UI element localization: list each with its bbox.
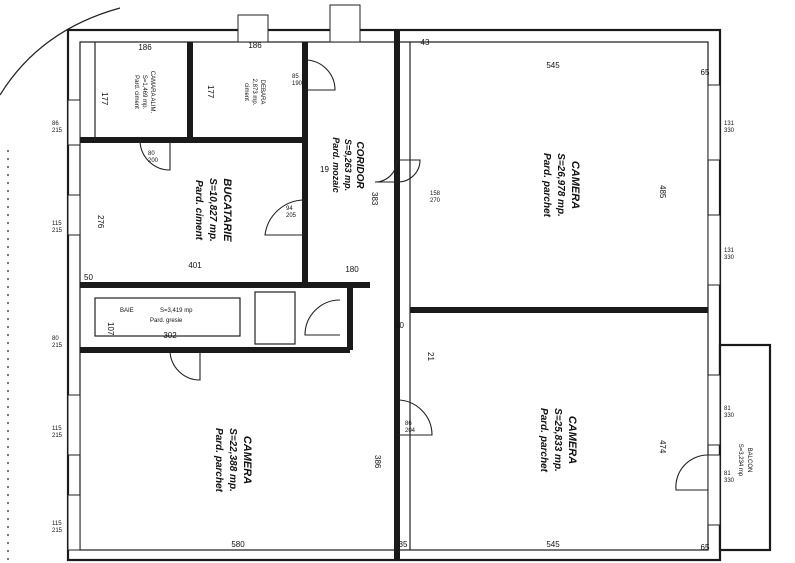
dim-label: 50 (395, 321, 404, 330)
dim-label: 35 (399, 540, 408, 549)
room-camara: CAMARA ALIM. S=1,469 mp. Pard. ciment (133, 71, 155, 114)
room-camera-bottom-left: CAMERA S=22,388 mp. Pard. parchet (213, 428, 253, 493)
dim-label: 186 (138, 43, 152, 52)
dim-label: 485 (658, 185, 667, 199)
dim-label: 386 (373, 455, 382, 469)
room-floor: Pard. parchet (541, 153, 552, 218)
room-floor: ciment (243, 83, 249, 101)
bath-room (94, 297, 241, 337)
room-name: BUCATARIE (221, 178, 233, 242)
dim-label: 180 (345, 265, 359, 274)
room-area: 2,873 mp. (251, 79, 257, 106)
balcony (718, 343, 772, 552)
dim-label: 276 (96, 215, 105, 229)
dim-label: 186 (248, 41, 262, 50)
room-floor: Pard. gresie (150, 318, 183, 324)
room-area: S=10,827 mp. (207, 178, 218, 242)
room-name: CAMERA (241, 436, 253, 484)
dim-label: 65 (701, 68, 710, 77)
room-floor: Pard. mozaic (331, 137, 341, 193)
room-camera-top-right: CAMERA S=26,978 mp. Pard. parchet (541, 153, 581, 218)
wc-box (254, 291, 296, 345)
room-area: S=1,469 mp. (141, 75, 147, 110)
dim-label: 401 (188, 261, 202, 270)
room-floor: Pard. parchet (538, 408, 549, 473)
room-camera-bottom-right: CAMERA S=25,833 mp. Pard. parchet (538, 408, 578, 473)
room-name: BALCON (746, 448, 752, 473)
dim-label: 545 (546, 540, 560, 549)
dim-label: 65 (701, 543, 710, 552)
dim-label: 545 (546, 61, 560, 70)
room-debara: DEBARA 2,873 mp. ciment (243, 79, 265, 106)
room-area: S=22,388 mp. (227, 428, 238, 492)
room-area: S=9,263 mp. (343, 139, 353, 191)
doors (139, 59, 709, 491)
dim-label: 107 (106, 322, 115, 336)
room-floor: Pard. parchet (213, 428, 224, 493)
windows-left (67, 99, 81, 551)
room-floor: Pard. ciment (193, 180, 204, 241)
room-area: S=25,833 mp. (552, 408, 563, 472)
top-entrance (329, 4, 361, 43)
dimension-labels: 186 186 43 545 65 401 180 580 35 545 65 … (52, 38, 735, 552)
page-curve (0, 7, 121, 96)
room-area: S=3,419 mp (160, 308, 193, 314)
dim-label: 302 (163, 331, 177, 340)
room-name: CAMARA ALIM. (149, 71, 155, 114)
dim-label: 474 (658, 440, 667, 454)
dim-label: 177 (206, 85, 215, 99)
dim-label: 50 (84, 273, 93, 282)
room-bucatarie: BUCATARIE S=10,827 mp. Pard. ciment (193, 178, 233, 242)
dim-label: 21 (426, 352, 435, 361)
room-name: CORIDOR (354, 141, 365, 189)
room-name: DEBARA (259, 80, 265, 105)
room-name: CAMERA (569, 161, 581, 209)
dim-label: 383 (370, 192, 379, 206)
windows-right (707, 84, 721, 526)
room-baie: BAIE S=3,419 mp Pard. gresie (120, 308, 193, 324)
room-balcon: BALCON S=3,234 mp (737, 444, 752, 477)
dim-label: 580 (231, 540, 245, 549)
room-name: CAMERA (566, 416, 578, 464)
room-floor: Pard. ciment (133, 75, 139, 109)
room-coridor: CORIDOR S=9,263 mp. Pard. mozaic (331, 137, 365, 193)
dim-label: 19 (320, 165, 329, 174)
room-name: BAIE (120, 308, 134, 314)
dim-label: 43 (421, 38, 430, 47)
room-area: S=3,234 mp (737, 444, 743, 477)
room-area: S=26,978 mp. (555, 153, 566, 217)
dim-label: 177 (100, 92, 109, 106)
top-vent (237, 14, 269, 43)
